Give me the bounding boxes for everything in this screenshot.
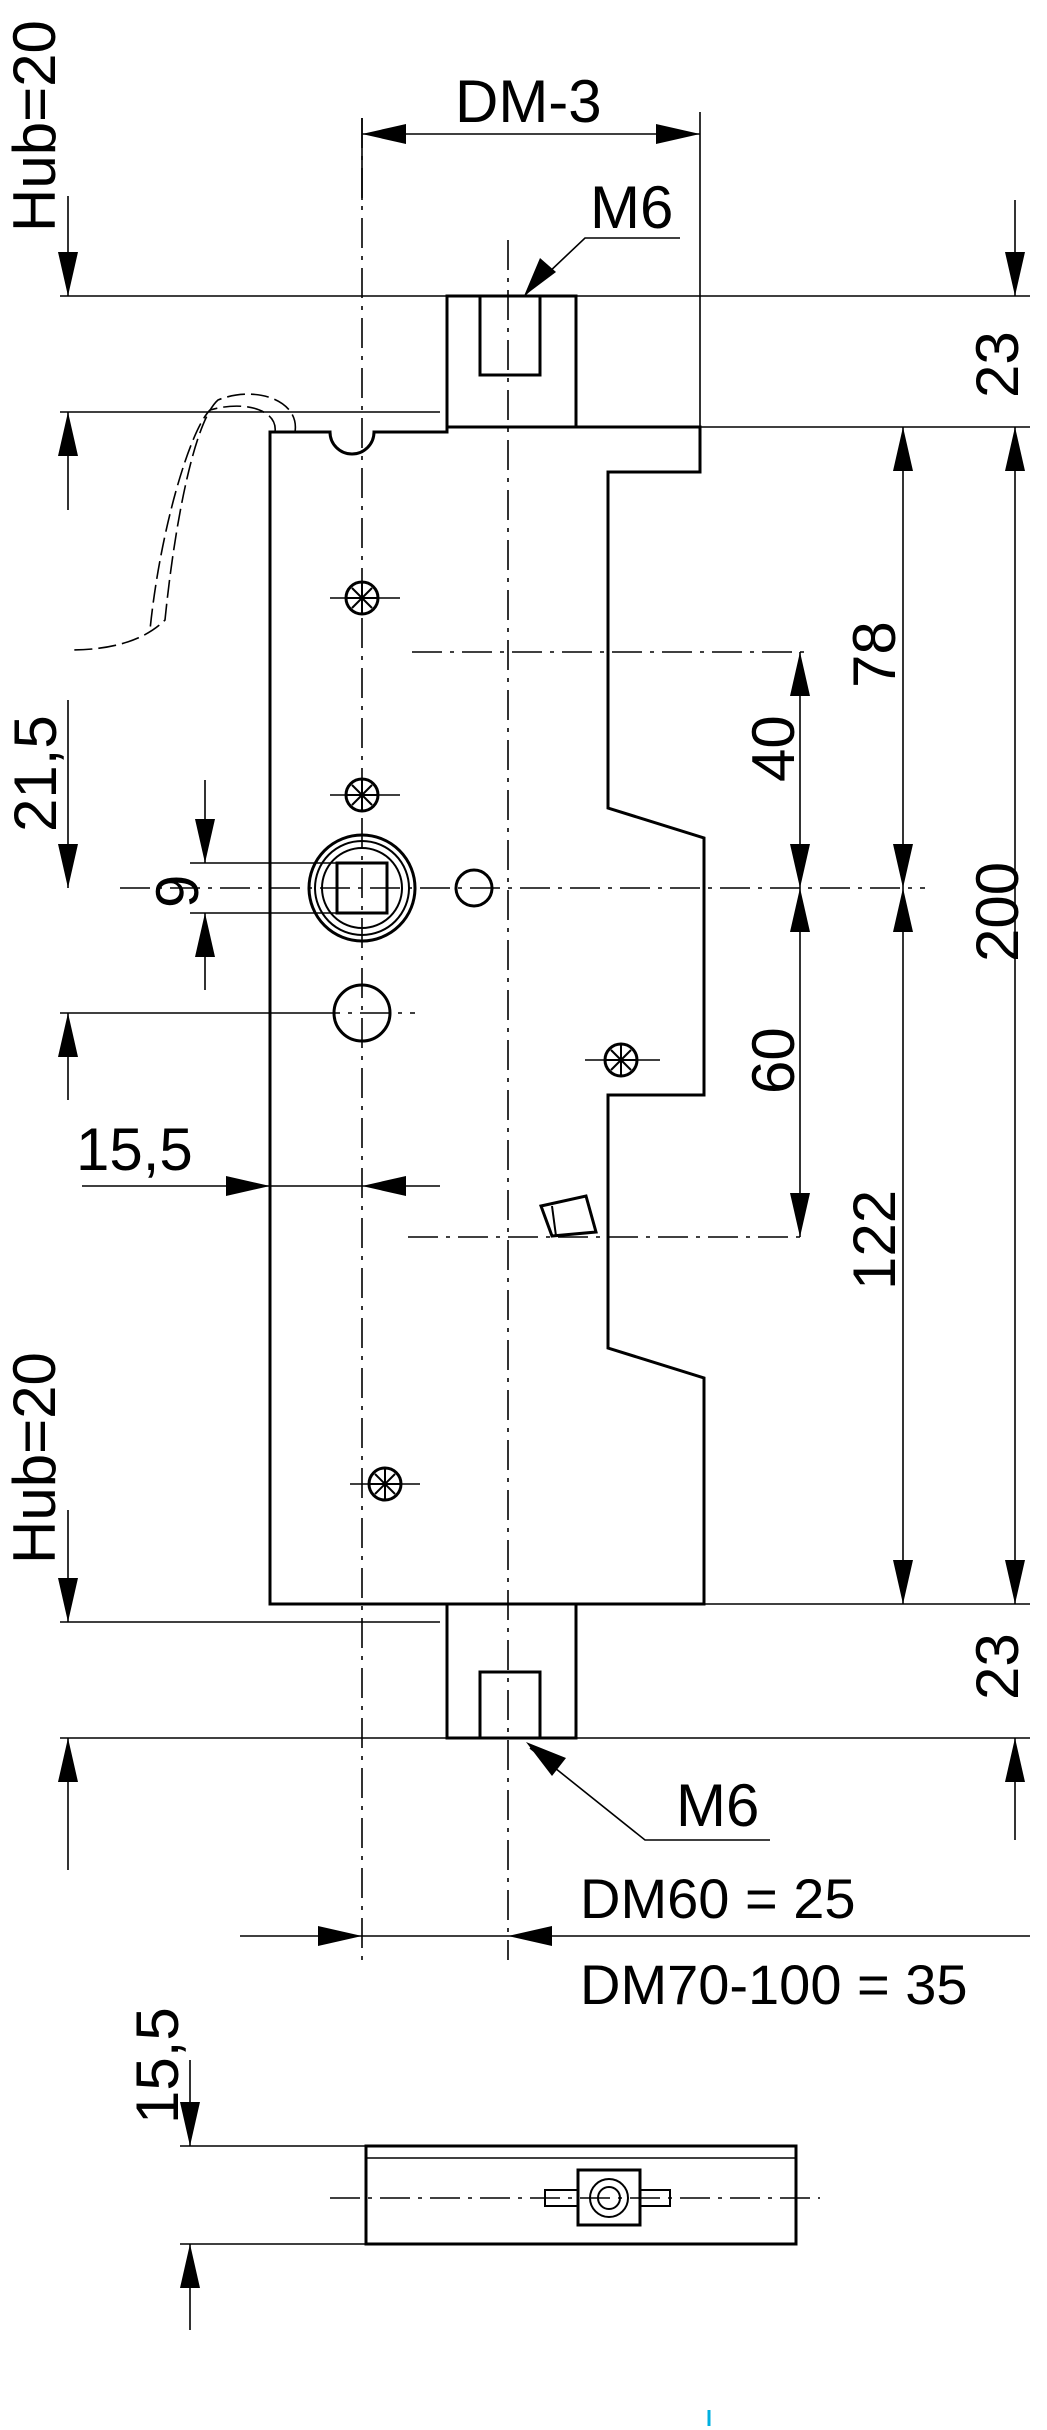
dim-21-5-label: 21,5 — [2, 715, 69, 832]
screw-icon — [330, 777, 400, 813]
dim-122-label: 122 — [841, 1190, 908, 1290]
dimension-lines — [58, 112, 1030, 2330]
thread-top-label: M6 — [590, 174, 673, 241]
dim-15-5-label: 15,5 — [76, 1116, 193, 1183]
side-view-15-5-label: 15,5 — [124, 2007, 191, 2124]
spindle-follower — [307, 833, 417, 943]
hub-top-label: Hub=20 — [1, 20, 68, 232]
cylinder-hole-small — [454, 868, 494, 908]
dim-200-label: 200 — [964, 862, 1031, 962]
screw-icon — [585, 1042, 660, 1078]
screw-icon — [350, 1466, 420, 1502]
hub-bottom-label: Hub=20 — [1, 1352, 68, 1564]
dm70-100-label: DM70-100 = 35 — [580, 1953, 968, 2016]
dim-60-label: 60 — [740, 1027, 807, 1094]
screw-icon — [330, 580, 400, 616]
latch-wire — [69, 393, 296, 651]
dim-78-label: 78 — [841, 621, 908, 688]
lock-body — [268, 294, 706, 1740]
lock-side-view — [330, 2144, 820, 2246]
dm60-label: DM60 = 25 — [580, 1867, 856, 1930]
bottom-extension-label: 23 — [964, 1633, 1031, 1700]
latch-tongue — [539, 1194, 598, 1238]
dim-9-label: 9 — [144, 875, 211, 908]
centre-lines — [120, 118, 925, 1960]
dim-40-label: 40 — [740, 715, 807, 782]
thread-bottom-label: M6 — [676, 1772, 759, 1839]
top-extension-label: 23 — [964, 331, 1031, 398]
dm-minus-3-label: DM-3 — [455, 68, 602, 135]
